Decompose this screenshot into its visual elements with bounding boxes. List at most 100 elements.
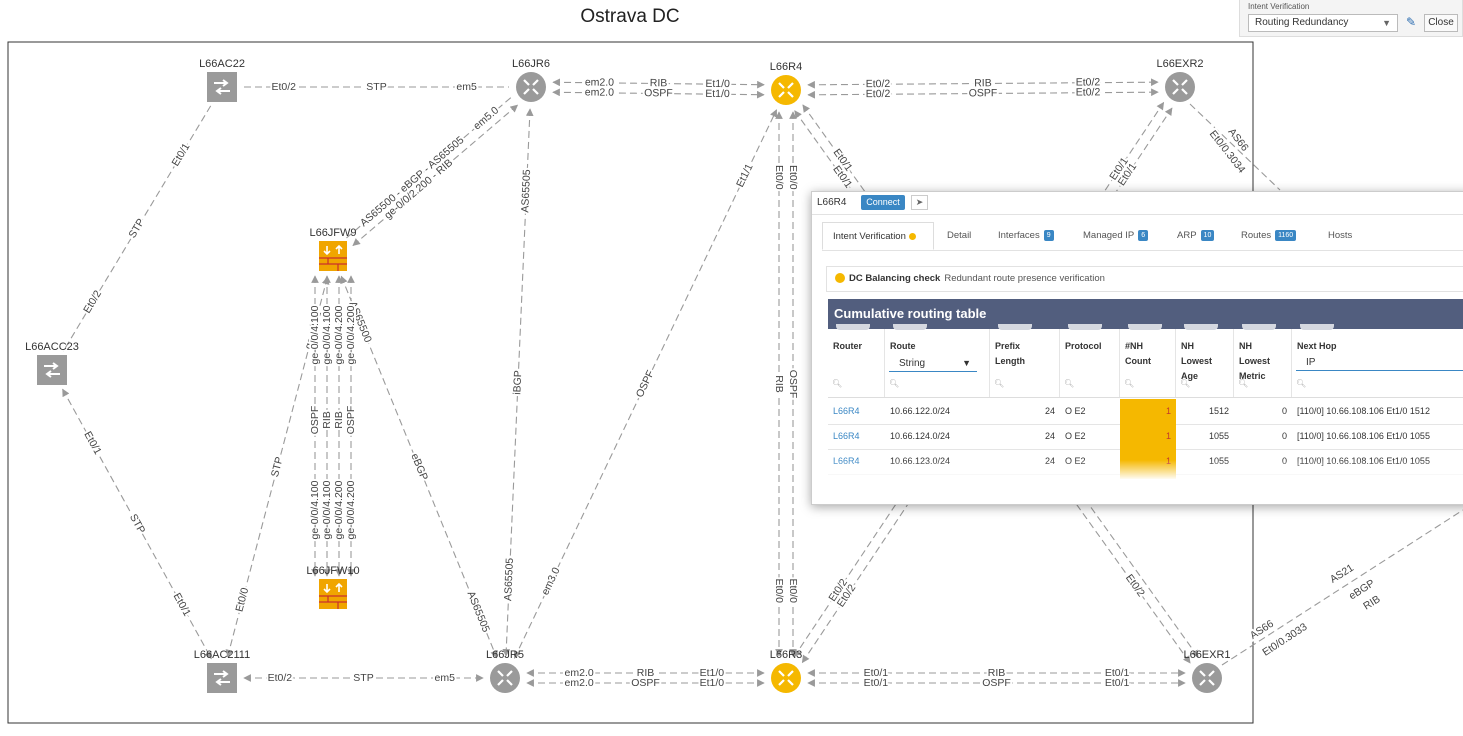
tab-hosts[interactable]: Hosts xyxy=(1328,222,1352,250)
node-l66r4[interactable]: L66R4 xyxy=(770,61,802,105)
link-label: em2.0 xyxy=(565,677,594,689)
intent-verification-box: Intent Verification Routing Redundancy ▼… xyxy=(1239,0,1463,37)
column-protocol[interactable]: Protocol🔍︎ xyxy=(1060,324,1120,397)
link-line[interactable] xyxy=(352,104,519,247)
column-handle[interactable] xyxy=(1068,324,1102,330)
paper-plane-icon[interactable]: ➤ xyxy=(911,195,928,210)
link-label: Et0/1 xyxy=(1105,667,1130,679)
tab-label: Routes xyxy=(1241,230,1272,241)
link-line[interactable] xyxy=(807,88,1159,99)
link-label: iBGP xyxy=(511,370,524,395)
column-handle[interactable] xyxy=(1184,324,1218,330)
column-handle[interactable] xyxy=(1300,324,1334,330)
search-icon[interactable]: 🔍︎ xyxy=(889,379,900,388)
search-icon[interactable]: 🔍︎ xyxy=(994,379,1005,388)
link-label: RIB xyxy=(773,375,785,393)
node-l66exr2[interactable]: L66EXR2 xyxy=(1156,58,1204,102)
column-handle[interactable] xyxy=(893,324,927,330)
close-button[interactable]: Close xyxy=(1424,14,1458,32)
link-label: Et0/2 xyxy=(81,288,104,315)
router-link[interactable]: L66R4 xyxy=(833,406,860,416)
table-cell: 1055 xyxy=(1208,431,1229,441)
search-icon[interactable]: 🔍︎ xyxy=(1238,379,1249,388)
tab-intent-verification[interactable]: Intent Verification xyxy=(822,222,934,250)
column-route[interactable]: Route String▼ 🔍︎ xyxy=(885,324,990,397)
column-handle[interactable] xyxy=(998,324,1032,330)
column-nh-lowest-metric[interactable]: NH Lowest Metric🔍︎ xyxy=(1234,324,1292,397)
link-line[interactable] xyxy=(62,388,212,660)
column-handle[interactable] xyxy=(1242,324,1276,330)
node-l66acc23[interactable]: L66ACC23 xyxy=(25,341,79,385)
link-label: Et0/1 xyxy=(864,677,889,689)
tab-badge: 10 xyxy=(1200,229,1215,241)
link-line[interactable] xyxy=(340,275,498,659)
column-label: Prefix Length xyxy=(995,341,1025,366)
column-router[interactable]: Router🔍︎ xyxy=(828,324,885,397)
link-label: Et0/1 xyxy=(81,429,103,456)
page-title: Ostrava DC xyxy=(580,6,680,27)
table-cell: [110/0] 10.66.108.106 Et1/0 1512 xyxy=(1297,406,1430,416)
column-nh-count[interactable]: #NH Count🔍︎ xyxy=(1120,324,1176,397)
link-label: Et0/2 xyxy=(1123,572,1147,599)
search-icon[interactable]: 🔍︎ xyxy=(1124,379,1135,388)
tab-detail[interactable]: Detail xyxy=(947,222,971,250)
node-label: L66AC22 xyxy=(199,58,245,70)
link-label: ge-0/0/4.100 xyxy=(321,480,333,539)
panel-device-name: L66R4 xyxy=(817,197,847,208)
node-l66jr5[interactable]: L66JR5 xyxy=(486,649,524,693)
connect-button[interactable]: Connect xyxy=(861,195,905,210)
link-label: RIB xyxy=(1361,593,1382,612)
link-line[interactable] xyxy=(552,88,765,99)
router-icon xyxy=(516,72,546,102)
node-l66jfw9[interactable]: L66JFW9 xyxy=(309,227,357,271)
column-prefix-length[interactable]: Prefix Length 🔍︎ xyxy=(990,324,1060,397)
link-line[interactable] xyxy=(807,78,1159,89)
column-nh-lowest-age[interactable]: NH Lowest Age🔍︎ xyxy=(1176,324,1234,397)
route-filter-select[interactable]: String▼ xyxy=(889,356,977,372)
node-l66ac22[interactable]: L66AC22 xyxy=(199,58,245,102)
link-line[interactable] xyxy=(552,78,765,89)
link-label: STP xyxy=(366,81,386,93)
next-hop-filter-input[interactable]: IP xyxy=(1296,355,1463,371)
link-label: OSPF xyxy=(644,87,673,99)
node-l66r3[interactable]: L66R3 xyxy=(770,649,802,693)
link-line[interactable] xyxy=(513,109,778,659)
router-link[interactable]: L66R4 xyxy=(833,431,860,441)
node-label: L66JFW10 xyxy=(306,565,359,577)
table-cell: O E2 xyxy=(1065,406,1086,416)
intent-select[interactable]: Routing Redundancy ▼ xyxy=(1248,14,1398,32)
pencil-icon[interactable]: ✎ xyxy=(1406,15,1417,29)
link-line[interactable] xyxy=(1189,103,1281,191)
search-icon[interactable]: 🔍︎ xyxy=(1180,379,1191,388)
link-label: Et1/1 xyxy=(734,162,755,189)
link-label: em5 xyxy=(435,672,456,684)
node-l66exr1[interactable]: L66EXR1 xyxy=(1183,649,1231,693)
node-label: L66EXR1 xyxy=(1183,649,1230,661)
column-label: Route xyxy=(890,341,916,351)
column-handle[interactable] xyxy=(1128,324,1162,330)
node-l66jr6[interactable]: L66JR6 xyxy=(512,58,550,102)
link-label: ge-0/0/4.200 xyxy=(345,480,357,539)
link-line[interactable] xyxy=(1221,509,1463,666)
node-l66ac2111[interactable]: L66AC2111 xyxy=(194,649,250,693)
search-icon[interactable]: 🔍︎ xyxy=(832,379,843,388)
column-next-hop[interactable]: Next Hop IP 🔍︎ xyxy=(1292,324,1463,397)
link-label: ge-0/0/4.100 xyxy=(321,305,333,364)
link-label: OSPF xyxy=(787,370,799,399)
link-label: OSPF xyxy=(969,87,998,99)
column-handle[interactable] xyxy=(836,324,870,330)
search-icon[interactable]: 🔍︎ xyxy=(1064,379,1075,388)
link-line[interactable] xyxy=(62,105,212,352)
node-l66jfw10[interactable]: L66JFW10 xyxy=(306,565,360,609)
table-header-row: Router🔍︎ Route String▼ 🔍︎ Prefix Length 🔍… xyxy=(828,324,1463,398)
search-icon[interactable]: 🔍︎ xyxy=(1296,379,1307,388)
link-label: RIB xyxy=(321,411,333,429)
